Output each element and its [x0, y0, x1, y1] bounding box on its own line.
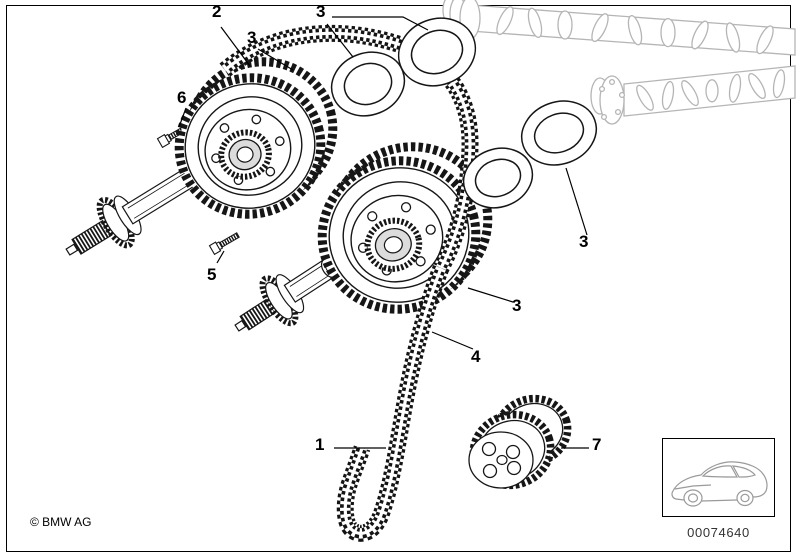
callout-4[interactable]: 4	[471, 347, 481, 366]
callout-1[interactable]: 1	[315, 435, 325, 454]
ring-washer-2	[397, 17, 477, 87]
splined-shaft-gear-center	[234, 258, 338, 332]
callout-3-right[interactable]: 3	[579, 232, 589, 251]
camshafts-background	[442, 0, 796, 125]
vanos-sprocket-left	[174, 57, 338, 219]
callout-3-upper-left[interactable]: 3	[247, 28, 257, 47]
double-sprocket	[468, 394, 572, 490]
callout-7[interactable]: 7	[592, 435, 602, 454]
ring-washer-4	[521, 100, 597, 166]
vehicle-thumbnail[interactable]	[662, 438, 775, 517]
ring-washer-1	[330, 51, 406, 117]
callout-2[interactable]: 2	[212, 2, 222, 21]
car-icon	[671, 461, 768, 507]
diagram-code: 00074640	[687, 525, 750, 540]
callout-3-top[interactable]: 3	[316, 2, 326, 21]
bolt-lower	[208, 232, 240, 256]
ring-washer-3	[462, 147, 534, 209]
copyright-text: © BMW AG	[30, 515, 92, 529]
callout-6[interactable]: 6	[177, 88, 187, 107]
callout-5[interactable]: 5	[207, 265, 217, 284]
callout-3-mid[interactable]: 3	[512, 296, 522, 315]
timing-chain-lower	[336, 264, 449, 542]
leader-lines	[178, 16, 589, 449]
